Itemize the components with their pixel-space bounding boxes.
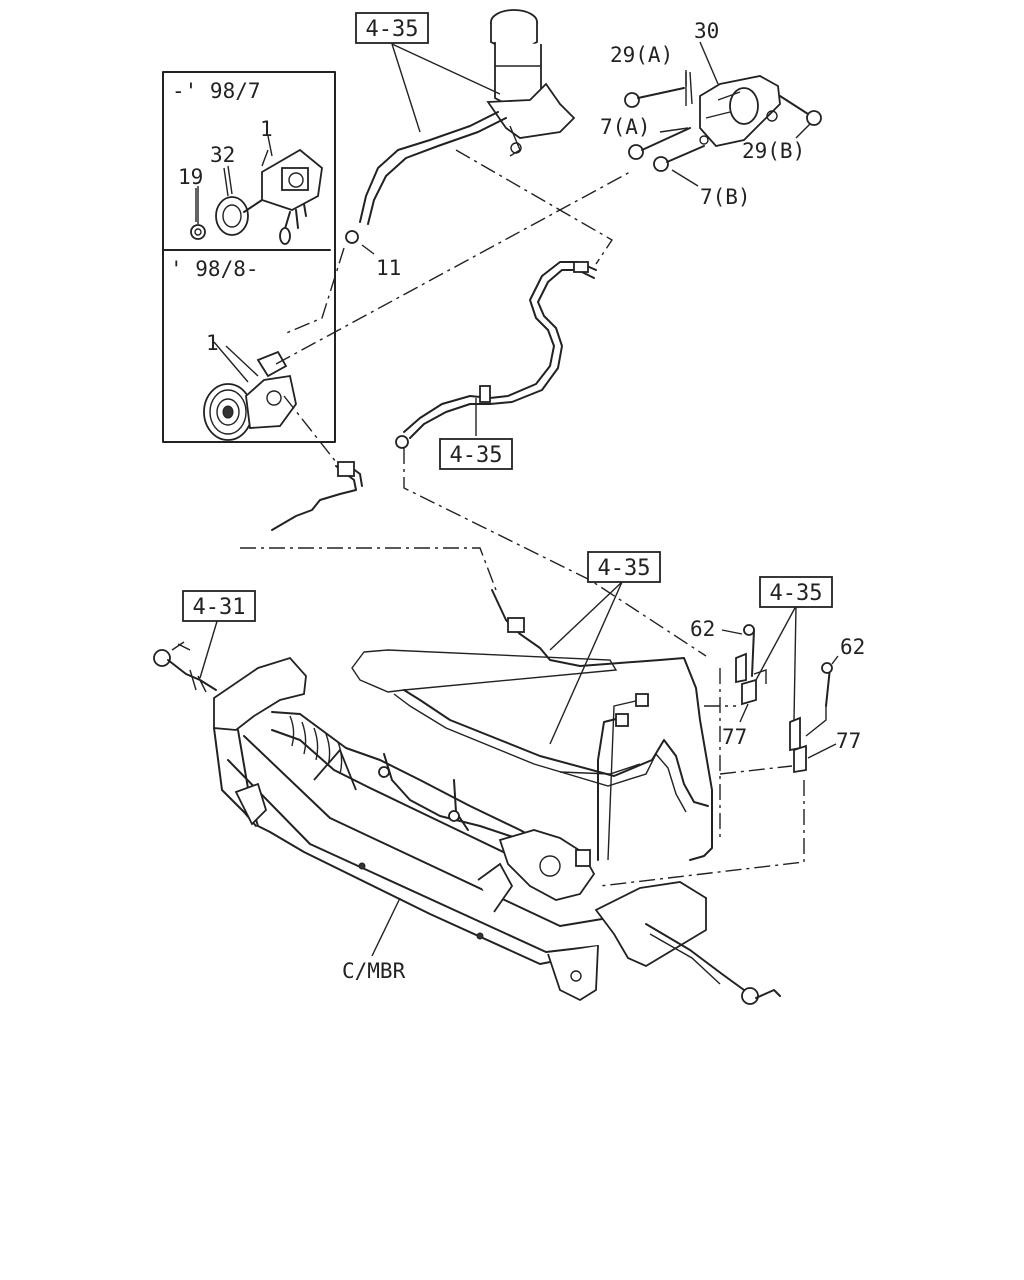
callout-32: 32 [210, 143, 235, 167]
ref-right-label: 4-35 [770, 581, 823, 606]
ref-top-label: 4-35 [366, 17, 419, 42]
upper-hoses [271, 111, 597, 531]
inset-lower-period: ' 98/8- [170, 257, 259, 281]
callout-leaders [197, 41, 839, 957]
ref-lower-label: 4-35 [598, 556, 651, 581]
clamp-assembly-right [789, 662, 833, 774]
fluid-reservoir [486, 9, 576, 157]
ref-box-mid: 4-35 [439, 438, 513, 470]
callout-7a: 7(A) [600, 115, 651, 139]
bolt-7a [628, 127, 691, 160]
old-pump-assembly [190, 148, 323, 245]
bolt-29b [779, 95, 822, 126]
callout-29b: 29(B) [742, 139, 805, 163]
inset-upper-period: -' 98/7 [172, 79, 261, 103]
callout-crossmember: C/MBR [342, 959, 406, 983]
callout-19: 19 [178, 165, 203, 189]
callout-7b: 7(B) [700, 185, 751, 209]
ref-left-label: 4-31 [193, 595, 246, 620]
pump-variant-inset: -' 98/7 ' 98/8- [162, 71, 336, 443]
ref-box-right: 4-35 [759, 576, 833, 608]
callout-62-left: 62 [690, 617, 715, 641]
callout-30: 30 [694, 19, 719, 43]
bolt-29a [624, 87, 685, 108]
right-tie-rod [645, 923, 781, 1005]
assembly-guide-lines [240, 149, 805, 887]
callout-1-upper: 1 [260, 117, 273, 141]
new-pump-assembly [203, 341, 297, 441]
bolt-7b [653, 145, 705, 172]
ref-mid-label: 4-35 [450, 443, 503, 468]
callout-77-right: 77 [836, 729, 861, 753]
callout-1-lower: 1 [206, 331, 219, 355]
lower-pipes [351, 589, 713, 861]
ref-box-top: 4-35 [355, 12, 429, 44]
callout-62-right: 62 [840, 635, 865, 659]
crossmember [213, 656, 707, 1002]
ref-box-left: 4-31 [182, 590, 256, 622]
callout-77-left: 77 [722, 725, 747, 749]
left-tie-rod [153, 641, 217, 693]
clamp-assembly-left [735, 624, 767, 706]
ref-box-lower: 4-35 [587, 551, 661, 583]
steering-rack [153, 641, 781, 1005]
callout-29a: 29(A) [610, 43, 673, 67]
pump-bracket [624, 70, 822, 172]
callout-11: 11 [376, 256, 401, 280]
